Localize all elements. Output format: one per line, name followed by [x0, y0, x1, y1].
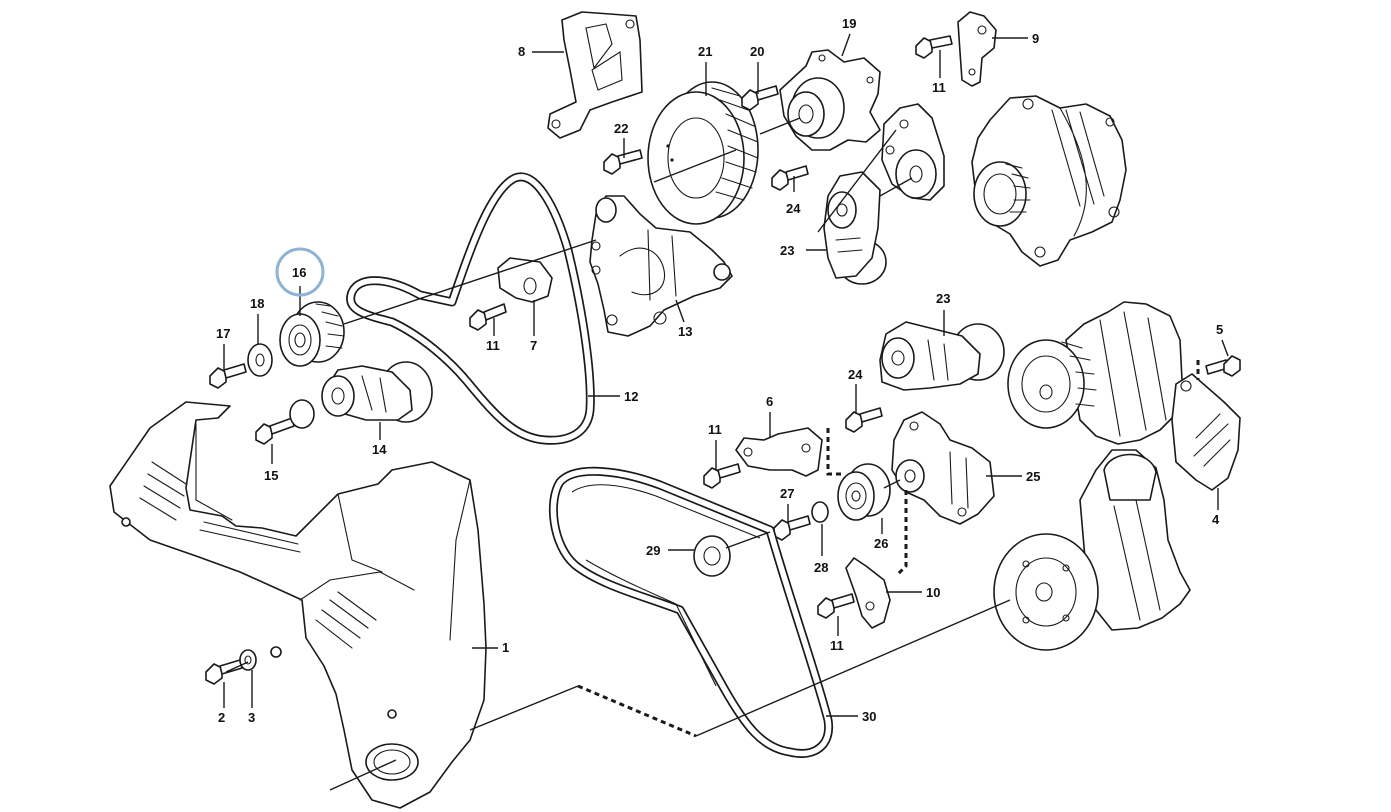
callout-10[interactable]: 10 — [926, 585, 940, 600]
belt-30 — [548, 466, 834, 758]
callout-1[interactable]: 1 — [502, 640, 509, 655]
washer-18 — [247, 343, 273, 377]
bracket-7 — [497, 257, 553, 303]
centre-lines — [225, 117, 1011, 791]
callout-14[interactable]: 14 — [372, 442, 387, 457]
bracket-8 — [547, 11, 643, 139]
bolt-24-upper — [771, 165, 809, 191]
callout-8[interactable]: 8 — [518, 44, 525, 59]
callout-29[interactable]: 29 — [646, 543, 660, 558]
bolt-24-lower — [845, 407, 883, 433]
belt-12 — [346, 172, 595, 445]
callout-24-a[interactable]: 24 — [786, 201, 801, 216]
callout-21[interactable]: 21 — [698, 44, 712, 59]
idler-26 — [837, 463, 891, 521]
bolt-17 — [209, 363, 247, 389]
tensioner-23-upper — [823, 171, 887, 285]
bolt-5 — [1205, 355, 1241, 377]
ac-compressor — [1007, 301, 1183, 445]
bracket-4 — [1171, 373, 1241, 491]
bolt-11-b — [915, 35, 953, 59]
callout-27[interactable]: 27 — [780, 486, 794, 501]
callout-7[interactable]: 7 — [530, 338, 537, 353]
callout-23-a[interactable]: 23 — [780, 243, 794, 258]
callout-20[interactable]: 20 — [750, 44, 764, 59]
callout-4[interactable]: 4 — [1212, 512, 1220, 527]
power-steering-pump — [993, 449, 1191, 651]
callout-26[interactable]: 26 — [874, 536, 888, 551]
callout-23-b[interactable]: 23 — [936, 291, 950, 306]
bracket-10 — [845, 557, 891, 629]
callout-13[interactable]: 13 — [678, 324, 692, 339]
callout-30[interactable]: 30 — [862, 709, 876, 724]
callout-5[interactable]: 5 — [1216, 322, 1223, 337]
bracket-9 — [957, 11, 997, 87]
idler-29 — [693, 535, 731, 577]
bolt-11-a — [469, 303, 507, 331]
bracket-13 — [589, 195, 733, 337]
callout-9[interactable]: 9 — [1032, 31, 1039, 46]
callout-11-d[interactable]: 11 — [830, 638, 844, 653]
tensioner-bracket-upper — [881, 103, 945, 201]
tensioner-23-lower — [879, 321, 1005, 391]
alternator — [971, 95, 1127, 267]
bolt-11-c — [703, 463, 741, 489]
callout-18[interactable]: 18 — [250, 296, 264, 311]
callout-11-a[interactable]: 11 — [486, 338, 500, 353]
highlight-ring — [275, 247, 325, 297]
tensioner-14 — [321, 361, 433, 423]
callout-leaders — [223, 33, 1229, 717]
idler-pulley-16 — [279, 301, 345, 367]
callout-25[interactable]: 25 — [1026, 469, 1040, 484]
callout-22[interactable]: 22 — [614, 121, 628, 136]
bolt-15 — [255, 417, 295, 445]
bracket-25 — [891, 411, 995, 525]
callout-12[interactable]: 12 — [624, 389, 638, 404]
bolt-27 — [773, 515, 811, 541]
pulley-21 — [647, 81, 759, 225]
callout-17[interactable]: 17 — [216, 326, 230, 341]
callout-16[interactable]: 16 — [292, 265, 306, 280]
phantom-lines — [577, 360, 1200, 738]
washer-15 — [289, 399, 315, 429]
callout-labels: 1 2 3 4 5 6 7 8 9 10 11 11 11 11 12 13 1… — [216, 16, 1223, 725]
callout-15[interactable]: 15 — [264, 468, 278, 483]
washer-28 — [811, 501, 829, 523]
idler-19 — [779, 49, 881, 151]
callout-3[interactable]: 3 — [248, 710, 255, 725]
washer-3 — [239, 649, 257, 671]
callout-11-b[interactable]: 11 — [932, 80, 946, 95]
callout-24-b[interactable]: 24 — [848, 367, 863, 382]
bolt-20 — [741, 85, 779, 111]
bracket-6 — [735, 427, 823, 477]
callout-28[interactable]: 28 — [814, 560, 828, 575]
timing-cover — [109, 401, 487, 809]
bolt-2 — [205, 659, 243, 685]
bolt-22 — [603, 149, 643, 175]
callout-19[interactable]: 19 — [842, 16, 856, 31]
bolt-11-d — [817, 593, 855, 619]
callout-6[interactable]: 6 — [766, 394, 773, 409]
callout-11-c[interactable]: 11 — [708, 422, 722, 437]
callout-2[interactable]: 2 — [218, 710, 225, 725]
